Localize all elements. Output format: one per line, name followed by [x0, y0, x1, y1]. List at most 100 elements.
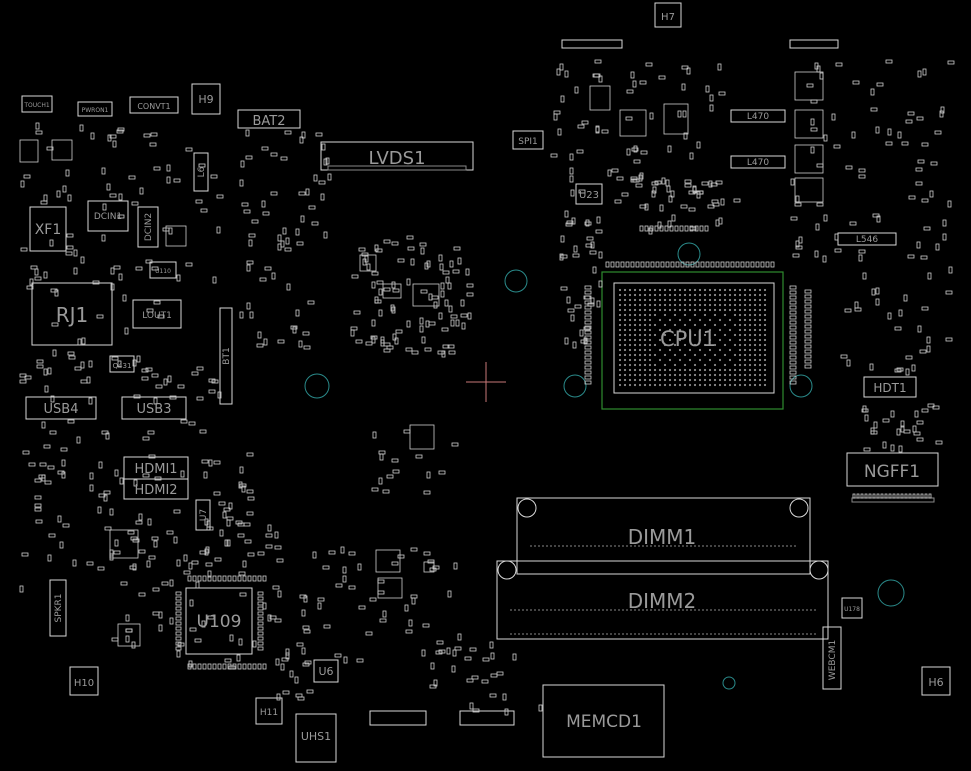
passive-component — [858, 254, 863, 262]
passive-component — [449, 260, 454, 268]
bga-ball — [663, 353, 667, 357]
passive-component — [204, 518, 209, 526]
ic-pin — [207, 575, 212, 582]
passive-component — [378, 450, 386, 455]
bga-ball — [683, 333, 687, 337]
passive-component — [834, 248, 842, 253]
passive-component — [688, 207, 696, 212]
passive-component — [239, 592, 247, 597]
bga-ball — [658, 318, 662, 322]
passive-component — [315, 132, 323, 137]
passive-component — [208, 389, 216, 394]
bga-ball — [673, 333, 677, 337]
bga-ball — [628, 368, 632, 372]
passive-component — [46, 146, 54, 151]
passive-component — [614, 199, 622, 204]
passive-component — [894, 326, 902, 331]
bga-ball — [658, 288, 662, 292]
passive-component — [377, 590, 385, 595]
passive-component — [465, 268, 470, 276]
ic-pin — [257, 591, 264, 596]
bga-ball — [668, 368, 672, 372]
cpu-pin — [584, 290, 592, 295]
passive-component — [823, 214, 828, 222]
passive-component — [274, 545, 282, 550]
bga-ball — [748, 343, 752, 347]
bga-ball — [668, 318, 672, 322]
bga-ball — [653, 353, 657, 357]
passive-component — [365, 341, 373, 346]
passive-component — [151, 536, 159, 541]
passive-component — [142, 436, 150, 441]
hdt-connector — [863, 376, 917, 398]
passive-component — [328, 550, 336, 555]
bga-ball — [763, 373, 767, 377]
ic-pin — [257, 596, 264, 601]
bga-ball — [753, 293, 757, 297]
bga-ball — [658, 378, 662, 382]
passive-component — [195, 199, 203, 204]
bga-ball — [708, 383, 712, 387]
passive-component — [639, 172, 644, 180]
passive-component — [846, 359, 851, 367]
passive-component — [239, 311, 244, 319]
bga-ball — [683, 288, 687, 292]
passive-component — [433, 679, 438, 687]
bga-ball — [653, 288, 657, 292]
passive-component — [598, 75, 603, 83]
passive-component — [41, 474, 46, 482]
passive-component — [57, 470, 65, 475]
passive-component — [376, 280, 384, 285]
passive-component — [594, 59, 602, 64]
small-ic — [409, 424, 435, 450]
bga-ball — [698, 303, 702, 307]
bga-ball — [693, 313, 697, 317]
passive-component — [158, 624, 163, 632]
passive-component — [141, 368, 149, 373]
passive-component — [611, 168, 619, 173]
dimm1-latch-right — [789, 498, 809, 518]
passive-component — [640, 150, 648, 155]
cpu-pin — [789, 305, 797, 310]
bga-ball — [753, 288, 757, 292]
cpu-pin — [804, 319, 812, 324]
passive-component — [444, 299, 449, 307]
passive-component — [677, 110, 682, 118]
passive-component — [927, 403, 935, 408]
bga-ball — [698, 298, 702, 302]
bga-ball — [623, 318, 627, 322]
passive-component — [67, 194, 72, 202]
ic-pin — [247, 575, 252, 582]
sss-connector-b — [459, 710, 515, 726]
passive-component — [109, 193, 117, 198]
label-hdt: HDT1 — [873, 381, 906, 395]
bga-ball — [638, 323, 642, 327]
passive-component — [67, 351, 75, 356]
bga-ball — [653, 343, 657, 347]
passive-component — [290, 325, 298, 330]
passive-component — [903, 294, 908, 302]
cpu-pin — [789, 325, 797, 330]
bga-ball — [633, 323, 637, 327]
label-l6: L6 — [197, 166, 207, 177]
cpu-pin — [699, 225, 704, 232]
bga-ball — [663, 343, 667, 347]
passive-component — [272, 585, 280, 590]
lvds-inner — [327, 165, 467, 171]
passive-component — [630, 178, 638, 183]
passive-component — [153, 166, 161, 171]
passive-component — [917, 70, 922, 78]
passive-component — [711, 199, 719, 204]
bga-ball — [683, 313, 687, 317]
label-u178: U178 — [844, 606, 860, 613]
ngff-pin — [892, 493, 896, 499]
bga-ball — [753, 313, 757, 317]
passive-component — [57, 515, 62, 523]
cpu-pin — [735, 261, 740, 268]
passive-component — [177, 384, 185, 389]
passive-component — [66, 245, 74, 250]
passive-component — [834, 233, 839, 241]
label-cpu: CPU1 — [660, 327, 716, 351]
bga-ball — [638, 363, 642, 367]
passive-component — [915, 167, 923, 172]
